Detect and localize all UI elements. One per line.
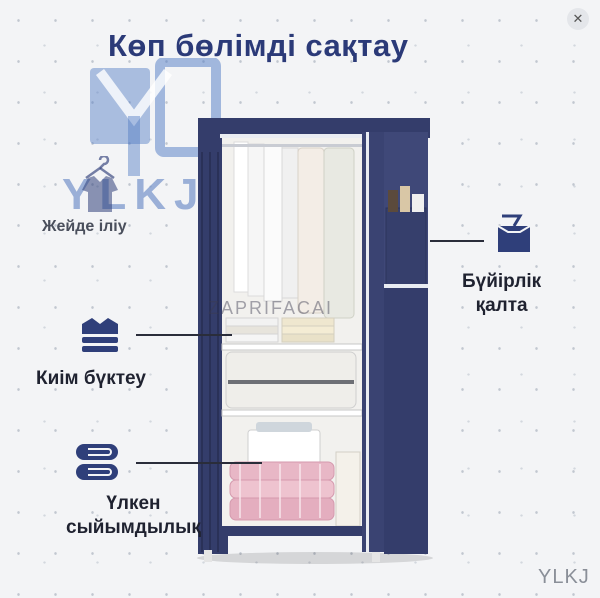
leader-line-pocket (430, 240, 484, 242)
ylkj-logo-icon (90, 58, 221, 176)
feature-label-large-capacity: Үлкен сыйымдылық (66, 492, 201, 540)
storage-box-icon (76, 444, 118, 480)
logo-wordmark: YLKJ (62, 170, 207, 219)
side-pocket-icon (497, 214, 531, 252)
close-button[interactable]: ✕ (567, 8, 589, 30)
page-title: Көп бөлімді сақтау (108, 28, 409, 63)
leader-line-storage (136, 462, 262, 464)
watermark-corner: YLKJ (538, 566, 590, 588)
feature-label-large-capacity-line2: сыйымдылық (66, 517, 201, 538)
feature-label-shirt-hanging: Жейде іліу (42, 218, 127, 235)
watermark-middle: ZAPRIFACAI (208, 298, 334, 318)
feature-label-folded-clothes: Киім бүктеу (36, 368, 146, 389)
wardrobe-illustration (197, 118, 433, 564)
folded-clothes-icon (82, 318, 118, 352)
feature-label-side-pocket-line2: қалта (475, 295, 528, 316)
leader-line-folded (136, 334, 232, 336)
feature-label-side-pocket-line1: Бүйірлік (462, 271, 542, 292)
shirt-hanger-icon (82, 156, 118, 212)
feature-label-large-capacity-line1: Үлкен (106, 493, 161, 514)
feature-label-side-pocket: Бүйірлік қалта (462, 270, 541, 318)
